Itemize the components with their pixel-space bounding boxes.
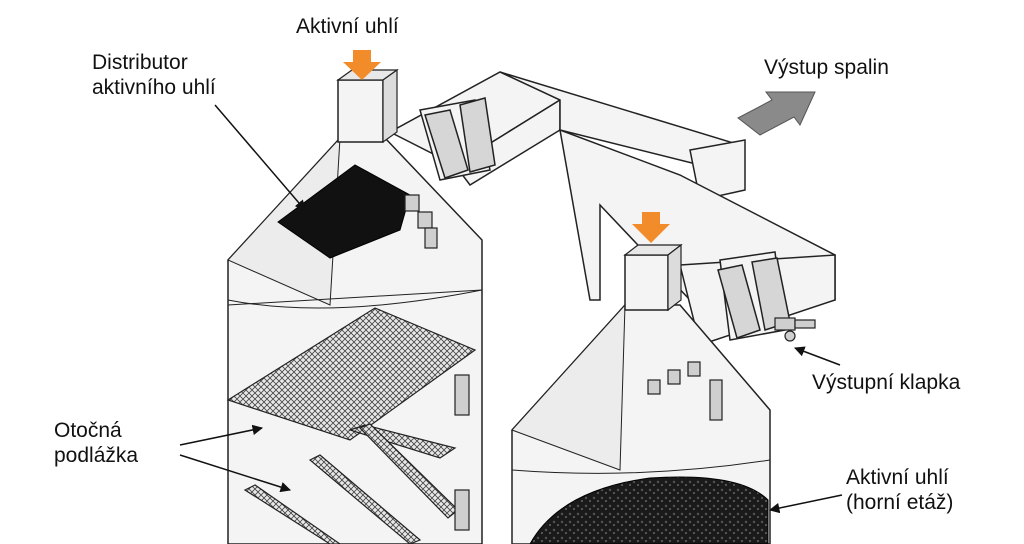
distributor-actuator (404, 194, 438, 249)
right-actuators (647, 361, 723, 421)
grate-actuators (454, 374, 470, 531)
leader-lines (179, 104, 843, 514)
carbon-input-arrow-left (343, 50, 381, 80)
carbon-input-arrow-right (632, 212, 670, 243)
carbon-distributor (277, 164, 411, 259)
label-rotating-grate: Otočná podlážka (54, 418, 138, 468)
outlet-valve-actuator (774, 317, 816, 342)
label-coal-line1: Aktivní uhlí (846, 466, 949, 489)
label-activated-carbon-top: Aktivní uhlí (296, 15, 399, 38)
label-distributor-line1: Distributor (92, 51, 188, 74)
label-coal-line2: (horní etáž) (846, 491, 954, 514)
label-distributor-line2: aktivního uhlí (92, 76, 216, 99)
flue-gas-outlet-arrow (737, 91, 816, 136)
label-flue-gas-outlet: Výstup spalin (764, 56, 889, 79)
label-rotating-grate-line1: Otočná (54, 419, 122, 442)
carbon-bed (529, 476, 769, 544)
label-outlet-valve: Výstupní klapka (812, 371, 961, 394)
duct-flanges (424, 97, 791, 339)
label-carbon-distributor: Distributor aktivního uhlí (92, 50, 216, 100)
label-rotating-grate-line2: podlážka (54, 444, 139, 467)
label-activated-carbon-upper: Aktivní uhlí (horní etáž) (846, 465, 953, 515)
rotating-grates (226, 307, 477, 544)
